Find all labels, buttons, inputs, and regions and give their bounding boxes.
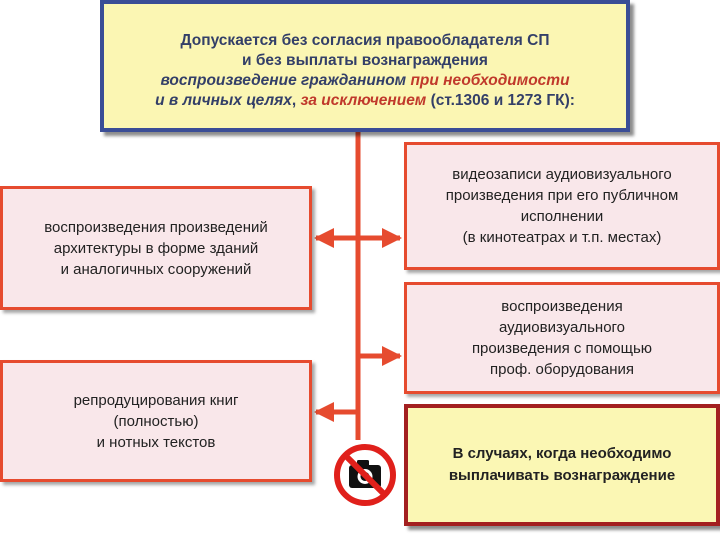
video-line: произведения при его публичном xyxy=(445,187,679,204)
books-reproduction-box: репродуцирования книг (полностью) и нотн… xyxy=(0,360,312,482)
architecture-line: архитектуры в форме зданий xyxy=(53,239,259,257)
architecture-line: воспроизведения произведений xyxy=(44,218,268,236)
books-line: репродуцирования книг xyxy=(73,391,239,409)
video-line: (в кинотеатрах и т.п. местах) xyxy=(462,229,662,246)
architecture-line: и аналогичных сооружений xyxy=(60,260,252,278)
video-line: исполнении xyxy=(520,208,604,225)
architecture-box: воспроизведения произведений архитектуры… xyxy=(0,186,312,310)
equipment-line: воспроизведения xyxy=(501,298,623,315)
payment-required-box: В случаях, когда необходимо выплачивать … xyxy=(404,404,720,526)
professional-equipment-box: воспроизведения аудиовизуального произве… xyxy=(404,282,720,394)
equipment-line: произведения с помощью xyxy=(471,340,653,357)
no-camera-icon xyxy=(334,444,396,506)
header-line-2: и без выплаты вознаграждения xyxy=(242,52,488,69)
header-line-3: воспроизведение гражданином при необходи… xyxy=(160,72,570,89)
books-line: (полностью) xyxy=(113,412,199,430)
video-line: видеозаписи аудиовизуального xyxy=(452,166,672,183)
equipment-line: аудиовизуального xyxy=(498,319,626,336)
header-box: Допускается без согласия правообладателя… xyxy=(100,0,630,132)
header-line-4: и в личных целях, за исключением (ст.130… xyxy=(155,92,575,109)
payment-line: В случаях, когда необходимо xyxy=(452,445,672,462)
video-recording-box: видеозаписи аудиовизуального произведени… xyxy=(404,142,720,270)
payment-line: выплачивать вознаграждение xyxy=(448,467,676,484)
books-line: и нотных текстов xyxy=(96,433,216,451)
equipment-line: проф. оборудования xyxy=(490,361,634,378)
header-line-1: Допускается без согласия правообладателя… xyxy=(180,32,550,49)
